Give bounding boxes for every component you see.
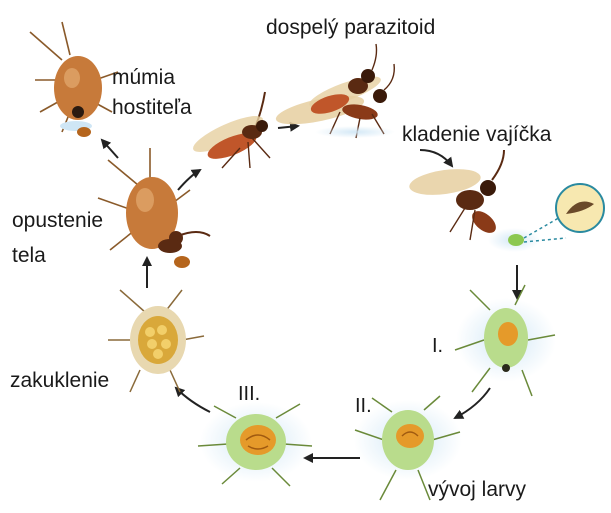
label-stage-3: III.: [238, 383, 260, 405]
pupation-aphid: [108, 290, 204, 392]
label-larva-development: vývoj larvy: [428, 478, 527, 501]
arrow-wasp-to-wasp: [278, 126, 298, 128]
label-mummy-line1: múmia: [112, 66, 175, 89]
label-exit-line1: opustenie: [12, 209, 103, 232]
arrow-adult-to-egg: [420, 150, 452, 166]
adult-wasp-1: [189, 92, 270, 168]
larva-stage-1-aphid: [455, 285, 556, 396]
label-exit-line2: tela: [12, 244, 46, 267]
label-adult-parasitoid: dospelý parazitoid: [266, 16, 435, 39]
adult-wasp-pair: [274, 44, 395, 138]
label-egg-laying: kladenie vajíčka: [402, 123, 552, 146]
larva-stage-3-aphid: [198, 402, 312, 486]
label-pupation: zakuklenie: [10, 369, 109, 392]
mummy-aphid-illustration: [30, 22, 118, 137]
label-stage-1: I.: [432, 335, 443, 357]
exit-aphid-illustration: [98, 148, 210, 268]
arrow-stage3-to-pupa: [176, 388, 210, 412]
label-stage-2: II.: [355, 395, 372, 417]
arrow-exit-to-adult: [178, 170, 200, 190]
label-mummy-line2: hostiteľa: [112, 96, 192, 119]
egg-laying-wasp: [408, 150, 604, 252]
arrow-stage1-to-stage2: [455, 388, 490, 418]
arrow-exit-to-mummy: [102, 140, 118, 158]
